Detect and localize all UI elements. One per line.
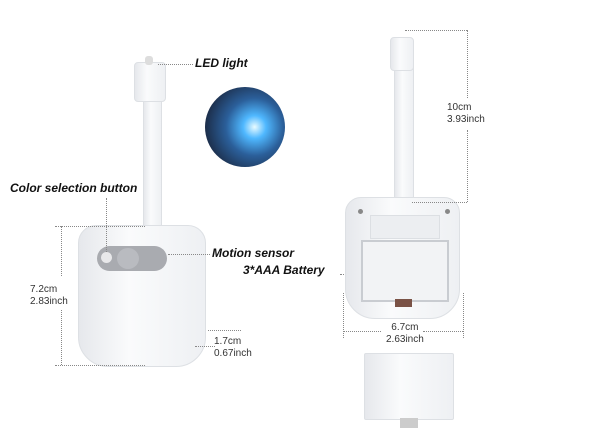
width-dim-line2 [423,331,463,332]
motion-sensor-label: Motion sensor [212,246,295,260]
arm-dim-bottom [412,202,467,203]
battery-compartment [361,240,449,302]
width-dim-line [343,331,381,332]
led-arm [143,90,162,242]
led-head-back [390,37,414,71]
color-button-leader [106,198,107,252]
arm-dim-top [405,30,467,31]
led-light-label: LED light [195,56,248,70]
arm-inch: 3.93inch [447,114,485,125]
battery-cover [364,353,454,420]
color-button-label: Color selection button [10,181,138,195]
led-head [134,62,166,102]
battery-label: 3*AAA Battery [243,263,325,277]
height-inch: 2.83inch [30,296,68,307]
brown-tab [395,299,412,307]
arm-dim-line [467,30,468,98]
motion-sensor-lens [117,248,139,269]
width-dim-right [463,293,464,338]
width-inch: 2.63inch [386,334,424,345]
screw-icon [445,209,450,214]
depth-inch: 0.67inch [214,348,252,359]
height-dim-bottom [55,365,145,366]
height-dim-line2 [61,310,62,365]
depth-dim-bottom [195,346,215,347]
depth-dim-top [208,330,241,331]
arm-back [394,65,414,207]
width-cm: 6.7cm [391,322,419,333]
cover-tab [400,418,418,428]
led-glow-inset [205,87,285,167]
height-cm: 7.2cm [30,284,58,295]
screw-icon [358,209,363,214]
width-dim-left [343,293,344,338]
led-leader [158,64,193,65]
led-tip [145,56,153,65]
depth-cm: 1.7cm [214,336,242,347]
arm-cm: 10cm [447,102,472,113]
color-selection-button [101,252,112,263]
back-window [370,215,440,239]
motion-leader [168,254,210,255]
height-dim-top [55,226,145,227]
arm-dim-line2 [467,130,468,202]
height-dim-line [61,226,62,276]
